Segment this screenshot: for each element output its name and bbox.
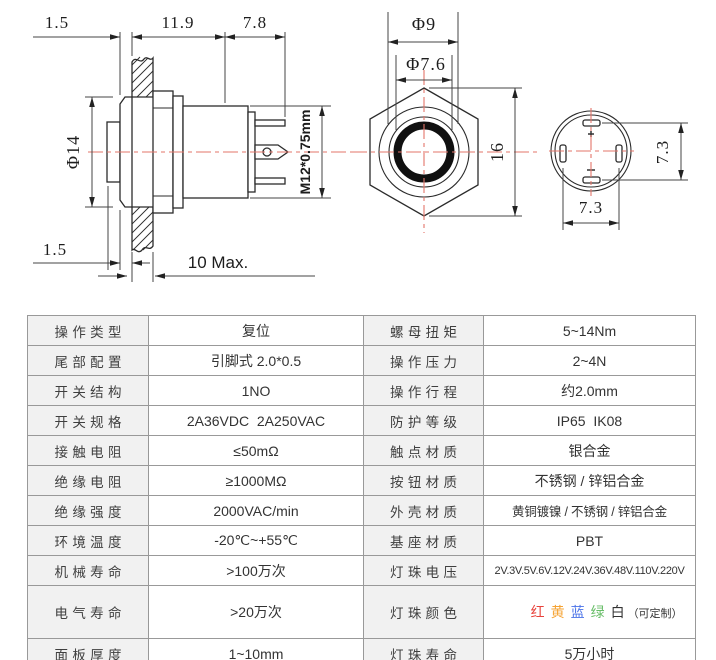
spec-label: 绝缘强度 [27, 495, 149, 526]
spec-value: IP65 IK08 [483, 405, 696, 436]
lamp-color-red: 红 [530, 604, 545, 620]
spec-label: 开关规格 [27, 405, 149, 436]
dim-bezel-gap-bottom: 1.5 [43, 240, 67, 259]
spec-label: 操作行程 [363, 375, 484, 406]
dim-pin-pitch-v: 7.3 [653, 140, 672, 164]
spec-row: 电气寿命 >20万次 灯珠颜色 红黄蓝绿白（可定制） [27, 585, 696, 639]
dim-lens-dia: Φ7.6 [406, 54, 446, 74]
spec-value-lamp-colors: 红黄蓝绿白（可定制） [483, 585, 696, 639]
spec-value: 黄铜镀镍 / 不锈钢 / 锌铝合金 [483, 495, 696, 526]
rear-view: 7.3 7.3 [549, 108, 688, 230]
spec-value: 复位 [148, 315, 364, 346]
spec-value: 5~14Nm [483, 315, 696, 346]
lamp-color-white: 白 [610, 604, 625, 620]
dim-pin-length: 7.8 [243, 13, 267, 32]
spec-value: 引脚式 2.0*0.5 [148, 345, 364, 376]
dim-panel-thickness: 10 Max. [188, 253, 248, 272]
side-view: 1.5 11.9 7.8 Φ14 M12*0.75mm [33, 13, 356, 282]
spec-label: 尾部配置 [27, 345, 149, 376]
spec-label: 操作类型 [27, 315, 149, 346]
spec-value: PBT [483, 525, 696, 556]
spec-row: 开关结构 1NO 操作行程 约2.0mm [27, 375, 696, 406]
front-view: Φ9 Φ7.6 16 [352, 12, 540, 233]
spec-value: 2000VAC/min [148, 495, 364, 526]
side-dim-thread [250, 105, 331, 199]
pin-top [254, 119, 286, 127]
spec-value: 1NO [148, 375, 364, 406]
lamp-color-green: 绿 [590, 604, 605, 620]
dim-bezel-dia: Φ14 [63, 135, 83, 169]
dim-pin-pitch-h: 7.3 [579, 198, 603, 217]
lamp-color-note: （可定制） [627, 608, 683, 620]
spec-label: 防护等级 [363, 405, 484, 436]
spec-value: 不锈钢 / 锌铝合金 [483, 465, 696, 496]
spec-value: ≤50mΩ [148, 435, 364, 466]
spec-label: 接触电阻 [27, 435, 149, 466]
front-dim-16 [429, 87, 522, 217]
spec-label: 基座材质 [363, 525, 484, 556]
dim-button-dia: Φ9 [412, 14, 436, 34]
spec-label: 面板厚度 [27, 638, 149, 660]
spec-row: 开关规格 2A36VDC 2A250VAC 防护等级 IP65 IK08 [27, 405, 696, 436]
spec-label: 灯珠颜色 [363, 585, 484, 639]
spec-value-lamp-voltage: 2V.3V.5V.6V.12V.24V.36V.48V.110V.220V [483, 555, 696, 586]
dim-body-length: 11.9 [161, 13, 194, 32]
dim-bezel-gap-top: 1.5 [45, 13, 69, 32]
spec-label: 灯珠寿命 [363, 638, 484, 660]
spec-value: 5万小时 [483, 638, 696, 660]
spec-row: 机械寿命 >100万次 灯珠电压 2V.3V.5V.6V.12V.24V.36V… [27, 555, 696, 586]
lamp-color-blue: 蓝 [570, 604, 585, 620]
dim-hex-height: 16 [487, 142, 507, 162]
spec-row: 绝缘强度 2000VAC/min 外壳材质 黄铜镀镍 / 不锈钢 / 锌铝合金 [27, 495, 696, 526]
lamp-color-yellow: 黄 [550, 604, 565, 620]
front-dim-dia9 [387, 12, 459, 124]
spec-label: 按钮材质 [363, 465, 484, 496]
panel-bottom-hatching [131, 206, 154, 251]
spec-value: 2A36VDC 2A250VAC [148, 405, 364, 436]
panel-top-hatching [131, 56, 154, 98]
spec-label: 触点材质 [363, 435, 484, 466]
spec-value: 1~10mm [148, 638, 364, 660]
spec-label: 操作压力 [363, 345, 484, 376]
spec-row: 接触电阻 ≤50mΩ 触点材质 银合金 [27, 435, 696, 466]
spec-label: 机械寿命 [27, 555, 149, 586]
spec-value: 约2.0mm [483, 375, 696, 406]
spec-label: 螺母扭矩 [363, 315, 484, 346]
spec-label: 环境温度 [27, 525, 149, 556]
spec-label: 开关结构 [27, 375, 149, 406]
spec-row: 环境温度 -20℃~+55℃ 基座材质 PBT [27, 525, 696, 556]
spec-label: 外壳材质 [363, 495, 484, 526]
spec-value: 银合金 [483, 435, 696, 466]
spec-label: 灯珠电压 [363, 555, 484, 586]
rear-pin-right [615, 144, 623, 163]
spec-value: 2~4N [483, 345, 696, 376]
spec-row: 绝缘电阻 ≥1000MΩ 按钮材质 不锈钢 / 锌铝合金 [27, 465, 696, 496]
technical-drawing: 1.5 11.9 7.8 Φ14 M12*0.75mm [33, 12, 688, 282]
spec-value: >100万次 [148, 555, 364, 586]
spec-label: 电气寿命 [27, 585, 149, 639]
spec-value: ≥1000MΩ [148, 465, 364, 496]
rear-pin-left [559, 144, 567, 163]
pin-bottom [254, 177, 286, 185]
spec-row: 操作类型 复位 螺母扭矩 5~14Nm [27, 315, 696, 346]
spec-table: 操作类型 复位 螺母扭矩 5~14Nm 尾部配置 引脚式 2.0*0.5 操作压… [27, 315, 696, 660]
spec-value: -20℃~+55℃ [148, 525, 364, 556]
dim-thread: M12*0.75mm [297, 110, 313, 195]
spec-row: 尾部配置 引脚式 2.0*0.5 操作压力 2~4N [27, 345, 696, 376]
spec-value: >20万次 [148, 585, 364, 639]
spec-row: 面板厚度 1~10mm 灯珠寿命 5万小时 [27, 638, 696, 660]
spec-label: 绝缘电阻 [27, 465, 149, 496]
